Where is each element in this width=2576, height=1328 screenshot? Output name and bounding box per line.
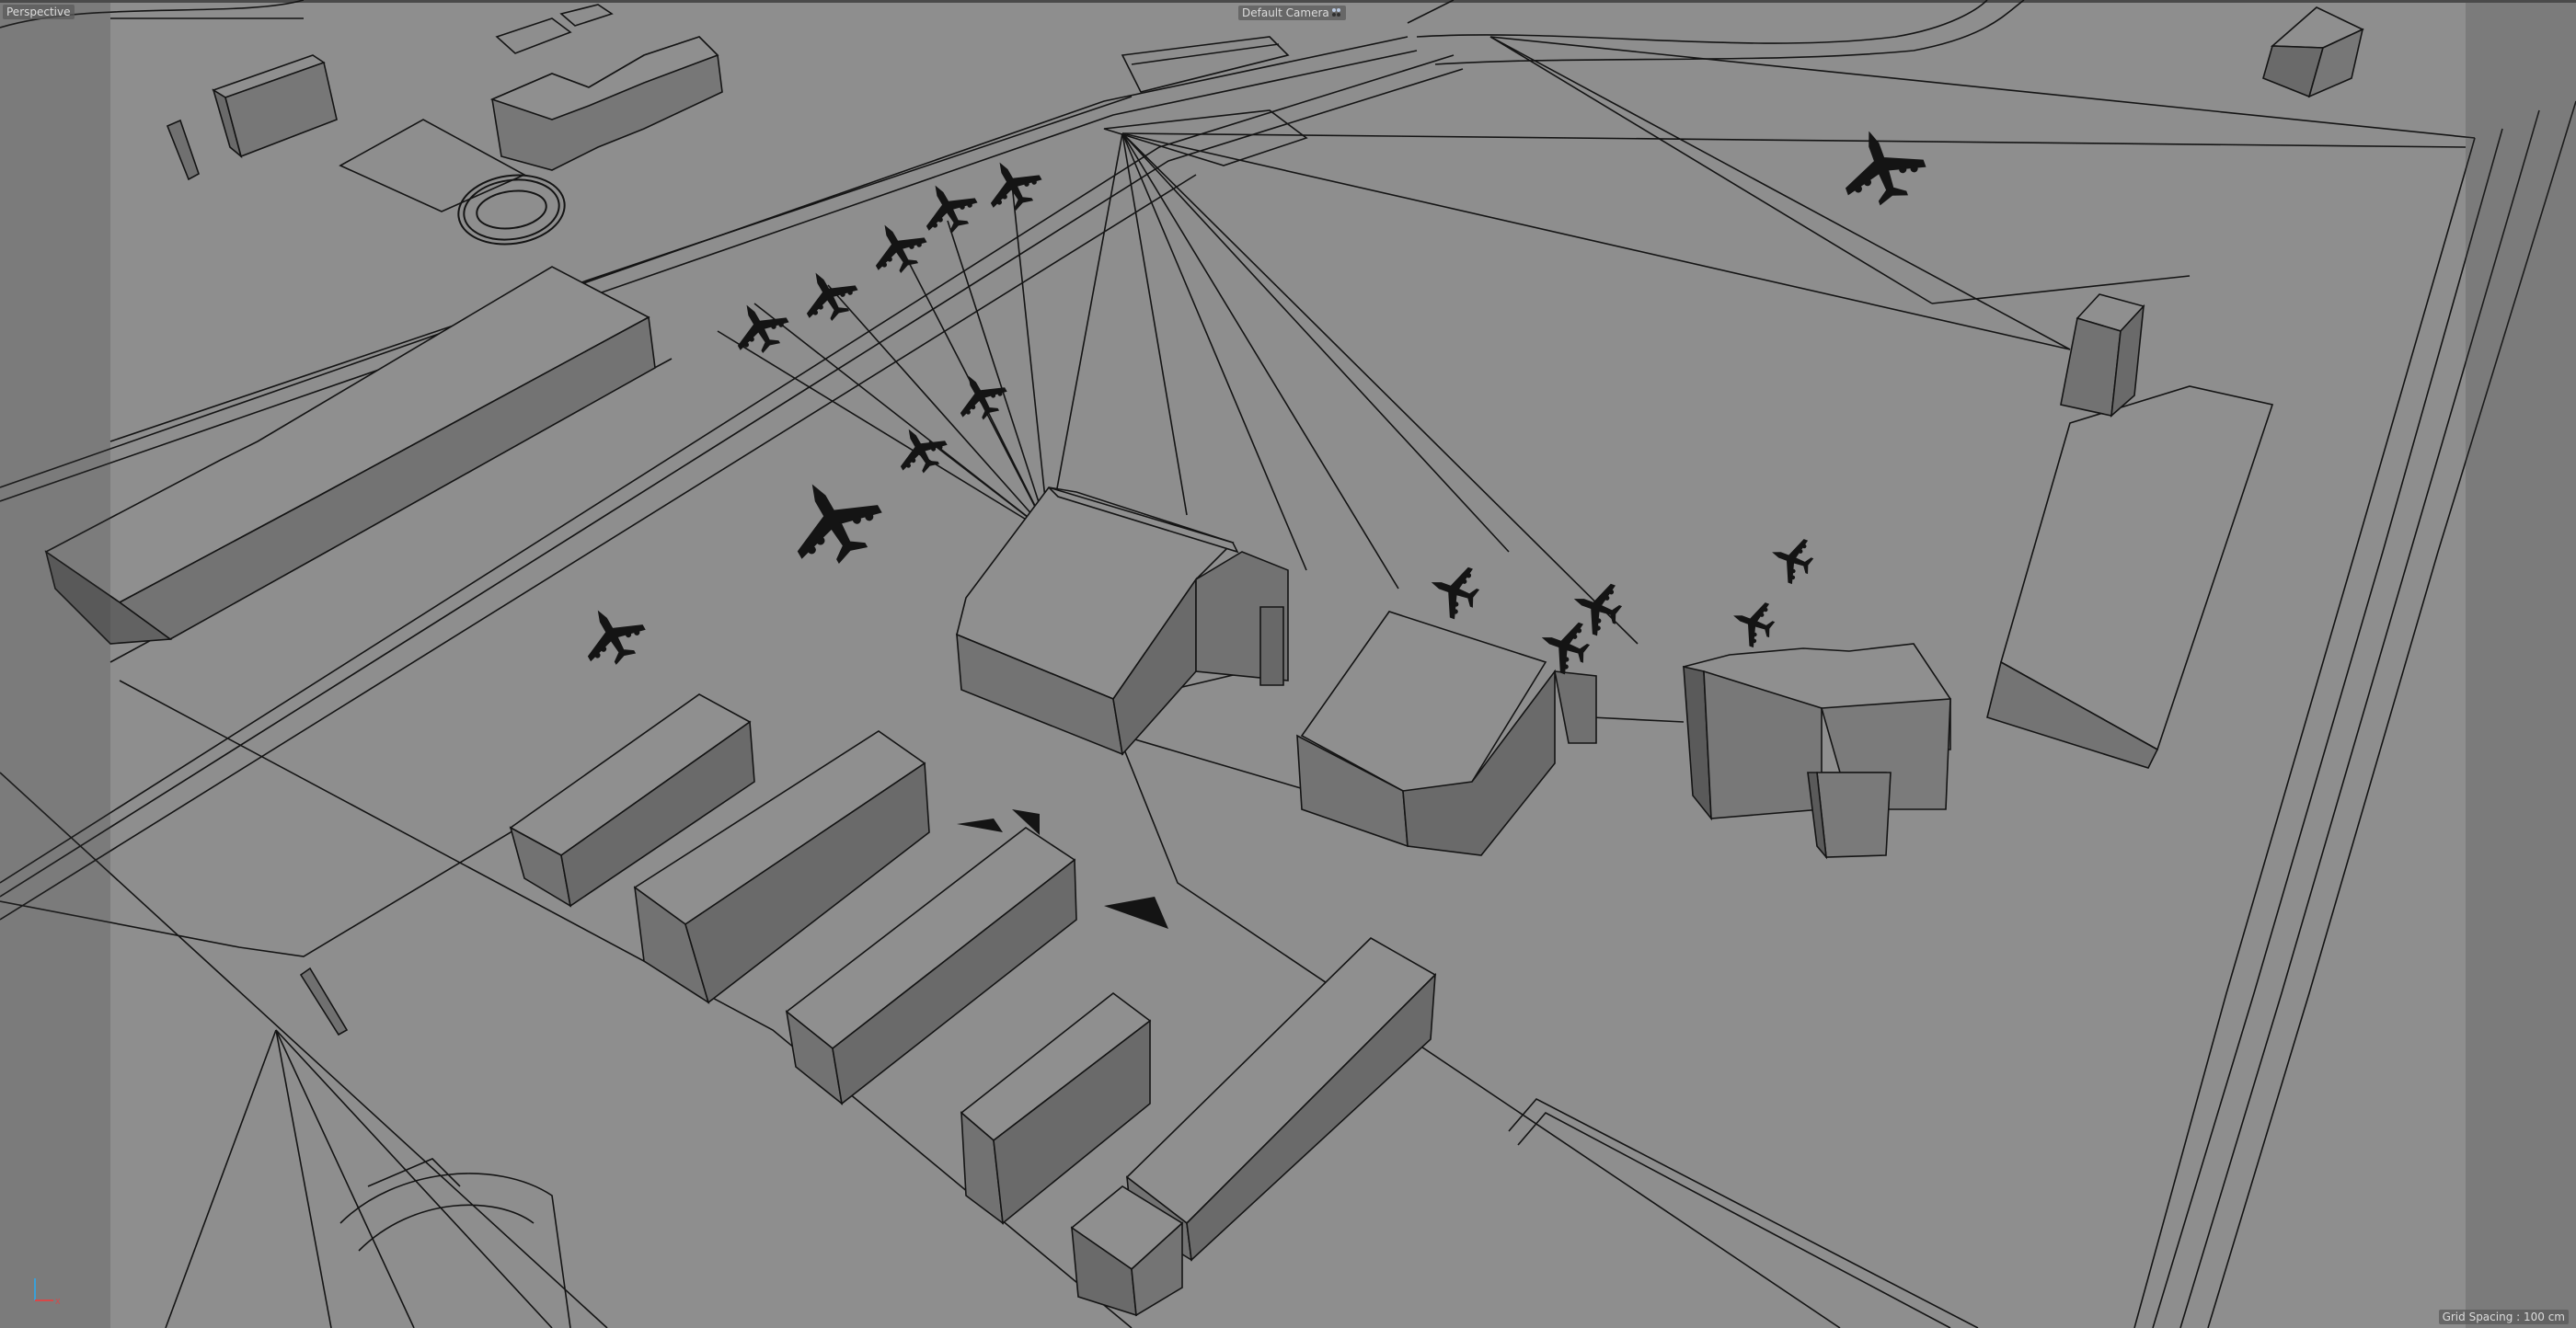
gate-markers [957, 809, 1168, 929]
camera-selector[interactable]: Default Camera [1238, 6, 1346, 20]
oval-structure [457, 174, 566, 246]
grid-spacing-label: Grid Spacing : 100 cm [2438, 1310, 2569, 1324]
viewport-top-border [0, 0, 2576, 3]
axis-x-label: X [55, 1298, 61, 1306]
buildings [44, 6, 2364, 1317]
camera-label: Default Camera [1242, 6, 1329, 19]
view-name-label[interactable]: Perspective [3, 5, 75, 19]
world-axis-icon: X [34, 1278, 61, 1306]
camera-group-icon [1331, 8, 1342, 17]
